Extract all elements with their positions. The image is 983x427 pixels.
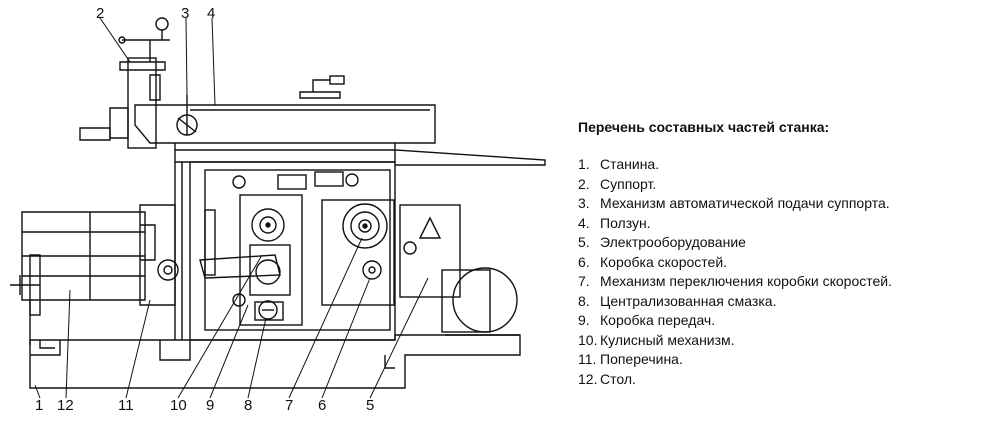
legend-item: 4. Ползун. xyxy=(578,214,978,234)
legend-item: 7. Механизм переключения коробки скоросте… xyxy=(578,272,978,292)
callout-4: 4 xyxy=(207,5,215,22)
legend-item-label: Механизм автоматической подачи суппорта. xyxy=(600,195,890,211)
motor xyxy=(441,267,520,336)
legend-item-label: Станина. xyxy=(600,156,660,172)
cross-rail xyxy=(139,204,179,306)
legend-item: 6. Коробка скоростей. xyxy=(578,253,978,273)
legend-item-number: 12. xyxy=(578,370,598,387)
legend-item-number: 5. xyxy=(578,234,590,250)
callout-6: 6 xyxy=(318,397,326,414)
callout-10: 10 xyxy=(170,397,187,414)
gearbox-panel xyxy=(232,175,303,326)
legend-item: 2. Суппорт. xyxy=(578,175,978,195)
legend-item-number: 9. xyxy=(578,312,590,328)
legend-item-number: 2. xyxy=(578,175,590,192)
legend-item: 10.Кулисный механизм. xyxy=(578,331,978,351)
legend-item-number: 11. xyxy=(578,351,597,367)
legend-item: 5. Электрооборудование xyxy=(578,233,978,253)
callout-1: 1 xyxy=(35,397,43,414)
legend-item-label: Коробка передач. xyxy=(600,312,716,328)
legend-item: 12.Стол. xyxy=(578,370,978,390)
bed-base xyxy=(29,334,521,389)
callout-3: 3 xyxy=(181,5,189,22)
callout-2: 2 xyxy=(96,5,104,22)
legend-item-number: 4. xyxy=(578,214,590,231)
callout-11: 11 xyxy=(118,397,134,414)
ram xyxy=(134,75,546,166)
legend-item-label: Электрооборудование xyxy=(600,234,746,250)
lubrication-unit xyxy=(258,300,278,320)
callout-9: 9 xyxy=(206,397,214,414)
leader-lines xyxy=(34,17,429,399)
table xyxy=(10,211,146,345)
callout-12: 12 xyxy=(57,397,74,414)
rocker-arm xyxy=(199,209,281,279)
legend-item-number: 6. xyxy=(578,253,590,270)
legend-item-number: 3. xyxy=(578,195,590,211)
legend-item-label: Поперечина. xyxy=(600,351,683,367)
electrical-cabinet xyxy=(399,204,461,298)
legend-item: 9. Коробка передач. xyxy=(578,311,978,331)
legend-item-number: 10. xyxy=(578,331,598,348)
feed-mechanism xyxy=(176,95,198,136)
legend-item-label: Стол. xyxy=(600,370,636,387)
callout-7: 7 xyxy=(285,397,293,414)
legend-title: Перечень составных частей станка: xyxy=(578,119,830,135)
legend-item-label: Ползун. xyxy=(600,214,651,231)
callout-8: 8 xyxy=(244,397,252,414)
legend-item-label: Механизм переключения коробки скоростей. xyxy=(600,273,892,289)
tool-head xyxy=(79,17,170,149)
parts-legend: Перечень составных частей станка: 1. Стан… xyxy=(578,119,978,389)
legend-list: 1. Станина. 2. Суппорт. 3. Механизм автомат… xyxy=(578,155,978,389)
legend-item-label: Суппорт. xyxy=(600,175,657,192)
legend-item-label: Кулисный механизм. xyxy=(600,331,735,348)
callout-5: 5 xyxy=(366,397,374,414)
speed-box-panel xyxy=(277,171,395,306)
legend-item: 11.Поперечина. xyxy=(578,350,978,370)
legend-item-number: 7. xyxy=(578,273,590,289)
machine-diagram: 2 3 4 1 12 11 10 9 8 7 6 5 xyxy=(10,5,546,414)
legend-item: 8. Централизованная смазка. xyxy=(578,292,978,312)
legend-item-number: 1. xyxy=(578,156,590,172)
legend-item: 3. Механизм автоматической подачи суппорт… xyxy=(578,194,978,214)
legend-item-number: 8. xyxy=(578,292,590,309)
legend-item: 1. Станина. xyxy=(578,155,978,175)
legend-item-label: Коробка скоростей. xyxy=(600,253,728,270)
legend-item-label: Централизованная смазка. xyxy=(600,292,777,309)
